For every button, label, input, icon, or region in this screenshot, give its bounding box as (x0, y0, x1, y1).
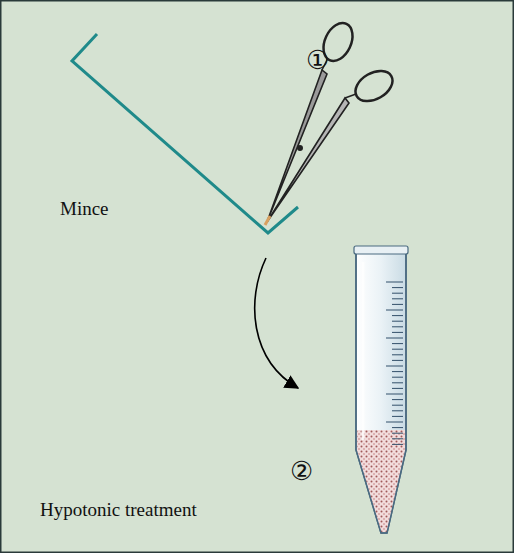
graduation-tick (392, 399, 403, 400)
callout-number: ① (306, 46, 329, 75)
graduation-tick (392, 438, 403, 439)
graduation-tick (392, 416, 403, 417)
graduation-tick (386, 282, 403, 283)
graduation-tick (386, 422, 403, 423)
graduation-tick (392, 360, 403, 361)
callout-number: ② (290, 457, 313, 486)
graduation-tick (392, 315, 403, 316)
graduation-tick (392, 382, 403, 383)
graduation-tick (386, 366, 403, 367)
graduation-tick (392, 298, 403, 299)
graduation-tick (392, 287, 403, 288)
conical-tube (354, 246, 408, 533)
graduation-tick (392, 427, 403, 428)
scissors-symbol (265, 18, 398, 225)
graduation-tick (392, 377, 403, 378)
graduation-tick (392, 326, 403, 327)
graduation-tick (392, 444, 403, 445)
graduation-tick (392, 433, 403, 434)
graduation-tick (392, 332, 403, 333)
graduation-tick (392, 349, 403, 350)
graduation-tick (392, 405, 403, 406)
graduation-tick (392, 343, 403, 344)
graduation-tick (392, 304, 403, 305)
graduation-tick (386, 310, 403, 311)
graduation-tick (392, 293, 403, 294)
graduation-tick (392, 410, 403, 411)
graduation-tick (392, 354, 403, 355)
graduation-tick (392, 388, 403, 389)
step-label: Mince (60, 199, 109, 220)
graduation-tick (386, 394, 403, 395)
graduation-tick (392, 321, 403, 322)
step-label: Hypotonic treatment (40, 500, 197, 521)
graduation-tick (392, 371, 403, 372)
graduation-tick (386, 338, 403, 339)
curved-arrow (255, 258, 298, 388)
